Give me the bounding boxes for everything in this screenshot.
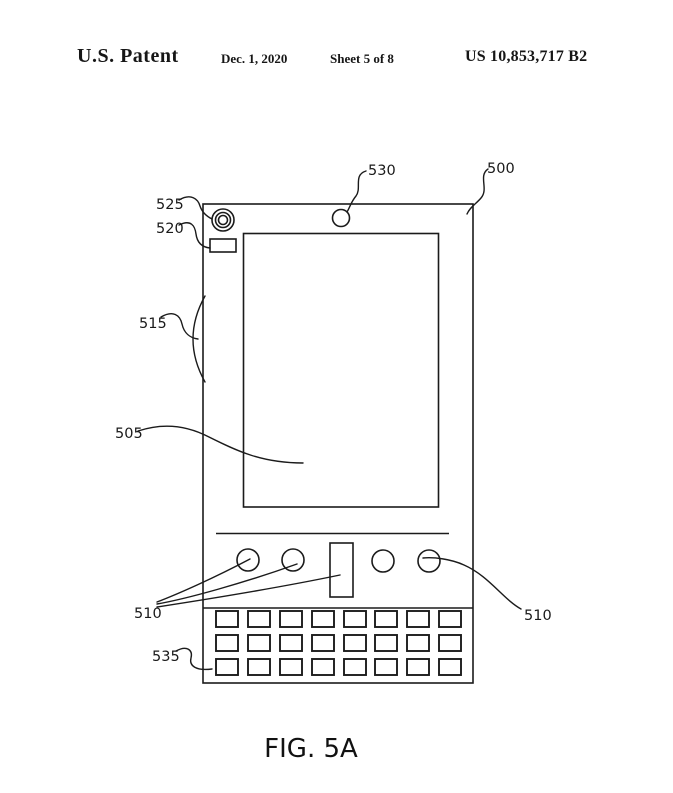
center-button-rect	[329, 542, 354, 598]
keyboard-key	[438, 634, 462, 652]
leader-line-510-left-2	[156, 563, 298, 605]
keyboard-key	[247, 610, 271, 628]
keyboard-key	[311, 658, 335, 676]
sensor-rect	[209, 238, 237, 253]
ref-label-510-right: 510	[524, 608, 552, 624]
ref-label-510-left: 510	[134, 606, 162, 622]
button-circle-2	[281, 548, 305, 572]
leader-line-520	[178, 222, 211, 249]
keyboard-key	[279, 658, 303, 676]
keyboard-key	[215, 658, 239, 676]
keyboard-key	[311, 610, 335, 628]
display-screen-rect	[242, 232, 440, 508]
leader-line-510-right	[422, 557, 522, 610]
leader-line-530	[346, 170, 367, 213]
header-patent-number: US 10,853,717 B2	[465, 48, 588, 65]
keyboard-key	[215, 634, 239, 652]
button-circle-1	[236, 548, 260, 572]
front-camera-circle	[331, 208, 351, 228]
keyboard-key	[374, 634, 398, 652]
header-date: Dec. 1, 2020	[221, 51, 288, 66]
keyboard-key	[215, 610, 239, 628]
button-circle-3	[371, 549, 395, 573]
keyboard-key	[374, 610, 398, 628]
leader-line-505	[137, 425, 304, 464]
ref-label-520: 520	[156, 221, 184, 237]
ref-label-535: 535	[152, 649, 180, 665]
leader-line-510-left-1	[156, 558, 251, 603]
leader-line-535	[175, 647, 213, 671]
keyboard-key	[343, 658, 367, 676]
header-title: U.S. Patent	[77, 45, 179, 67]
device-body-outline	[202, 203, 474, 684]
header-sheet-number: Sheet 5 of 8	[330, 51, 394, 66]
keyboard-key	[343, 610, 367, 628]
ref-label-515: 515	[139, 316, 167, 332]
keyboard-keys	[215, 610, 462, 676]
keyboard-key	[279, 634, 303, 652]
keyboard-key	[406, 610, 430, 628]
ref-label-505: 505	[115, 426, 143, 442]
leader-line-525	[178, 196, 213, 220]
keyboard-key	[438, 610, 462, 628]
camera-rings-icon	[211, 208, 235, 232]
leader-line-510-left-3	[156, 574, 341, 608]
side-edge-bracket-arc	[192, 295, 206, 383]
keyboard-key	[374, 658, 398, 676]
keyboard-key	[311, 634, 335, 652]
keyboard-key	[343, 634, 367, 652]
keyboard-key	[406, 658, 430, 676]
keyboard-key	[438, 658, 462, 676]
keyboard-key	[247, 634, 271, 652]
leader-line-515	[160, 313, 199, 340]
ref-label-525: 525	[156, 197, 184, 213]
ref-label-530: 530	[368, 163, 396, 179]
keyboard-key	[406, 634, 430, 652]
figure-caption: FIG. 5A	[264, 734, 358, 764]
keyboard-key	[279, 610, 303, 628]
leader-line-500	[466, 168, 489, 215]
ref-label-500: 500	[487, 161, 515, 177]
button-circle-4	[417, 549, 441, 573]
keyboard-key	[247, 658, 271, 676]
